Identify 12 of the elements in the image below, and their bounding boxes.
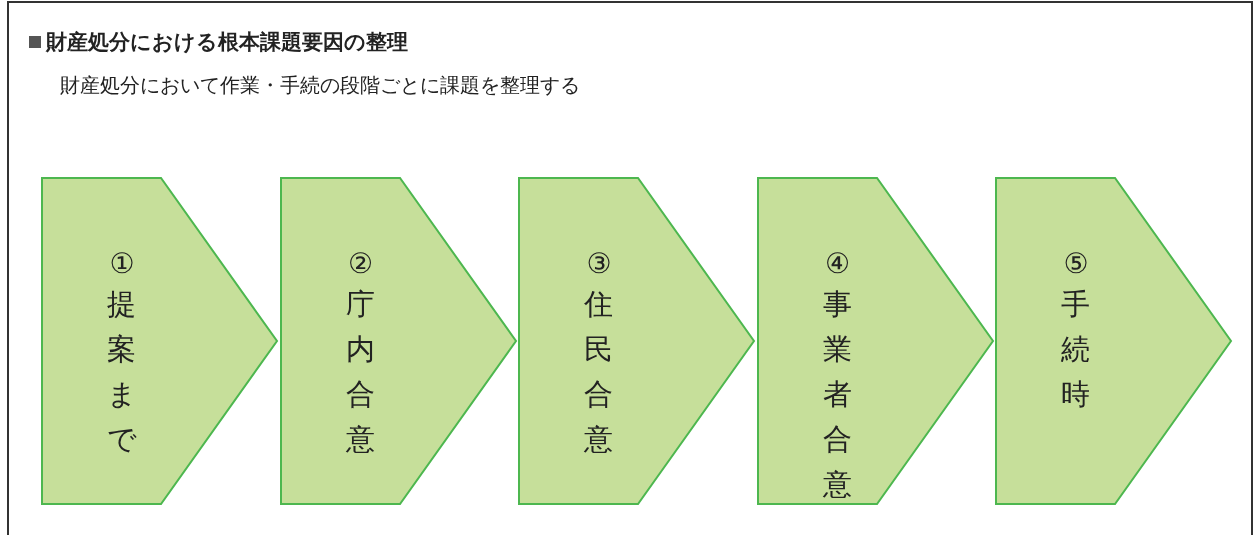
step-label: 事業者合意: [822, 286, 852, 503]
step-number: ①: [108, 249, 136, 279]
step-number: ⑤: [1062, 249, 1090, 279]
step-label: 手続時: [1061, 286, 1090, 413]
step-label: 庁内合意: [345, 286, 375, 458]
step-number: ③: [585, 249, 613, 279]
title: 財産処分における根本課題要因の整理: [46, 29, 408, 56]
step-label: 提案まで: [107, 286, 136, 458]
step-number: ②: [346, 249, 375, 279]
step-number: ④: [823, 249, 852, 279]
step-label: 住民合意: [584, 286, 613, 458]
subtitle: 財産処分において作業・手続の段階ごとに課題を整理する: [60, 72, 580, 99]
